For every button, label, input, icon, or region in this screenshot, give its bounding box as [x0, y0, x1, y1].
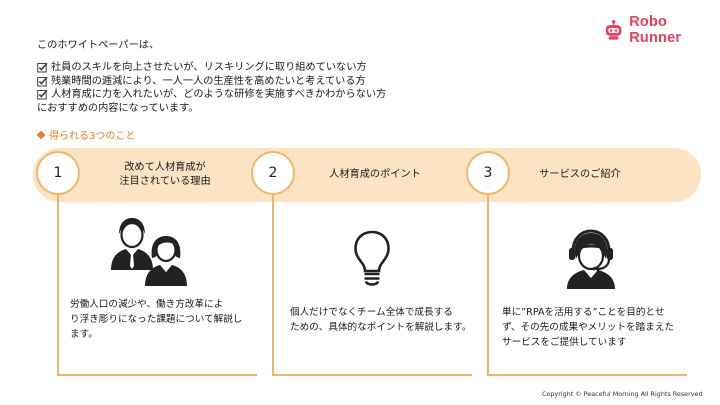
step-line-2: [272, 195, 274, 376]
copyright-footer: Copyright © Peaceful Morning All Rights …: [542, 390, 703, 398]
step-title-2: 人材育成のポイント: [300, 168, 450, 182]
step-line-2-base: [272, 374, 472, 376]
title-line: サービスのご紹介: [539, 169, 621, 180]
step-line-1: [57, 195, 59, 376]
description-line: 労働人口の減少や、働き方改革によ: [70, 299, 224, 310]
audience-text: 人材育成に力を入れたいが、どのような研修を実施すべきかわからない方: [51, 89, 387, 101]
step-number-text: 2: [268, 165, 278, 181]
step-description-3: 単に”RPAを活用する”ことを目的とせ ず、その先の成果やメリットを踏まえた サ…: [502, 305, 697, 350]
business-people-icon: [111, 218, 187, 286]
light-bulb-icon: [354, 230, 390, 286]
robot-icon: [605, 20, 622, 40]
checkbox-checked-icon: [37, 90, 48, 100]
description-line: り浮き彫りになった課題について解説し: [70, 314, 243, 325]
step-title-3: サービスのご紹介: [505, 168, 655, 182]
step-number-3: 3: [466, 151, 510, 195]
step-description-1: 労働人口の減少や、働き方改革によ り浮き彫りになった課題について解説し ます。: [70, 297, 260, 342]
list-item: 人材育成に力を入れたいが、どのような研修を実施すべきかわからない方: [37, 88, 386, 102]
description-line: ず、その先の成果やメリットを踏まえた: [502, 322, 675, 333]
step-line-3: [487, 195, 489, 376]
description-line: 個人だけでなくチーム全体で成長する: [290, 307, 453, 318]
step-description-2: 個人だけでなくチーム全体で成長する ための、具体的なポイントを解説します。: [290, 305, 485, 335]
support-operator-icon: [567, 229, 615, 289]
audience-text: 残業時間の逓減により、一人一人の生産性を高めたいと考えている方: [51, 75, 366, 87]
intro-tail: におすすめの内容になっています。: [37, 102, 199, 114]
description-line: ます。: [70, 329, 98, 340]
brand-logo: Robo Runner: [603, 14, 720, 46]
benefits-heading: 得られる3つのこと: [36, 127, 136, 142]
list-item: 社員のスキルを向上させたいが、リスキリングに取り組めていない方: [37, 61, 386, 75]
target-audience-list: 社員のスキルを向上させたいが、リスキリングに取り組めていない方 残業時間の逓減に…: [37, 61, 386, 102]
intro-section: このホワイトペーパーは、 社員のスキルを向上させたいが、リスキリングに取り組めて…: [37, 36, 386, 115]
diamond-bullet-icon: [36, 130, 46, 139]
audience-text: 社員のスキルを向上させたいが、リスキリングに取り組めていない方: [51, 62, 367, 73]
step-line-3-base: [487, 374, 687, 376]
title-line: 改めて人材育成が: [124, 162, 206, 173]
title-line: 人材育成のポイント: [329, 169, 421, 180]
step-number-2: 2: [251, 151, 295, 195]
checkbox-checked-icon: [37, 76, 48, 87]
title-line: 注目されている理由: [119, 176, 211, 187]
list-item: 残業時間の逓減により、一人一人の生産性を高めたいと考えている方: [37, 75, 386, 89]
step-number-text: 1: [53, 165, 63, 181]
description-line: 単に”RPAを活用する”ことを目的とせ: [502, 307, 665, 318]
description-line: サービスをご提供しています: [502, 337, 627, 348]
step-line-1-base: [57, 374, 257, 376]
step-title-1: 改めて人材育成が 注目されている理由: [90, 161, 240, 189]
logo-text: Robo Runner: [629, 14, 682, 46]
step-number-1: 1: [36, 151, 80, 195]
description-line: ための、具体的なポイントを解説します。: [290, 322, 472, 333]
benefits-heading-text: 得られる3つのこと: [49, 131, 136, 142]
intro-heading: このホワイトペーパーは、: [37, 40, 160, 51]
checkbox-checked-icon: [37, 62, 48, 73]
step-number-text: 3: [483, 165, 493, 181]
